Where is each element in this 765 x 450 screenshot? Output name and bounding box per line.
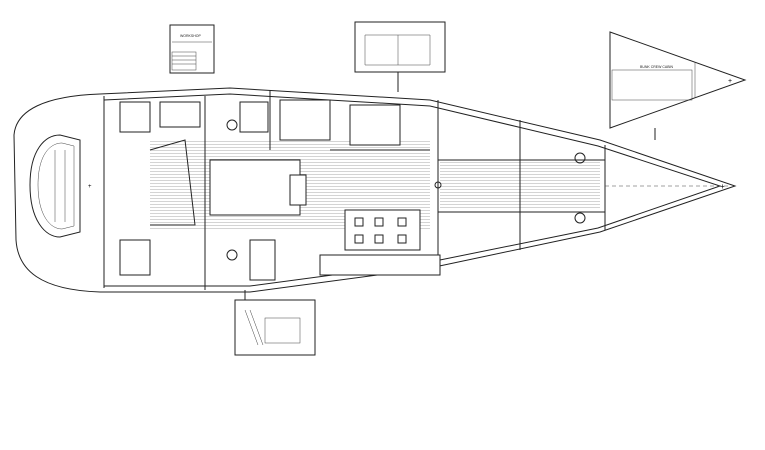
workshop-label: WORKSHOP [180,34,201,38]
tender-dinghy: + [29,134,92,238]
crew-cabin-label: BUNK CREW CABIN [640,65,674,69]
dining-table [344,209,421,251]
deck-inset-top [354,21,446,92]
crew-cabin-inset: BUNK CREW CABIN + [609,31,747,140]
svg-text:+: + [88,184,92,190]
deck-inset-bottom [234,290,316,356]
marker-icon: + [720,182,725,191]
workshop-inset: WORKSHOP [169,24,215,74]
svg-text:+: + [728,78,732,85]
interior-partitions [119,90,606,290]
